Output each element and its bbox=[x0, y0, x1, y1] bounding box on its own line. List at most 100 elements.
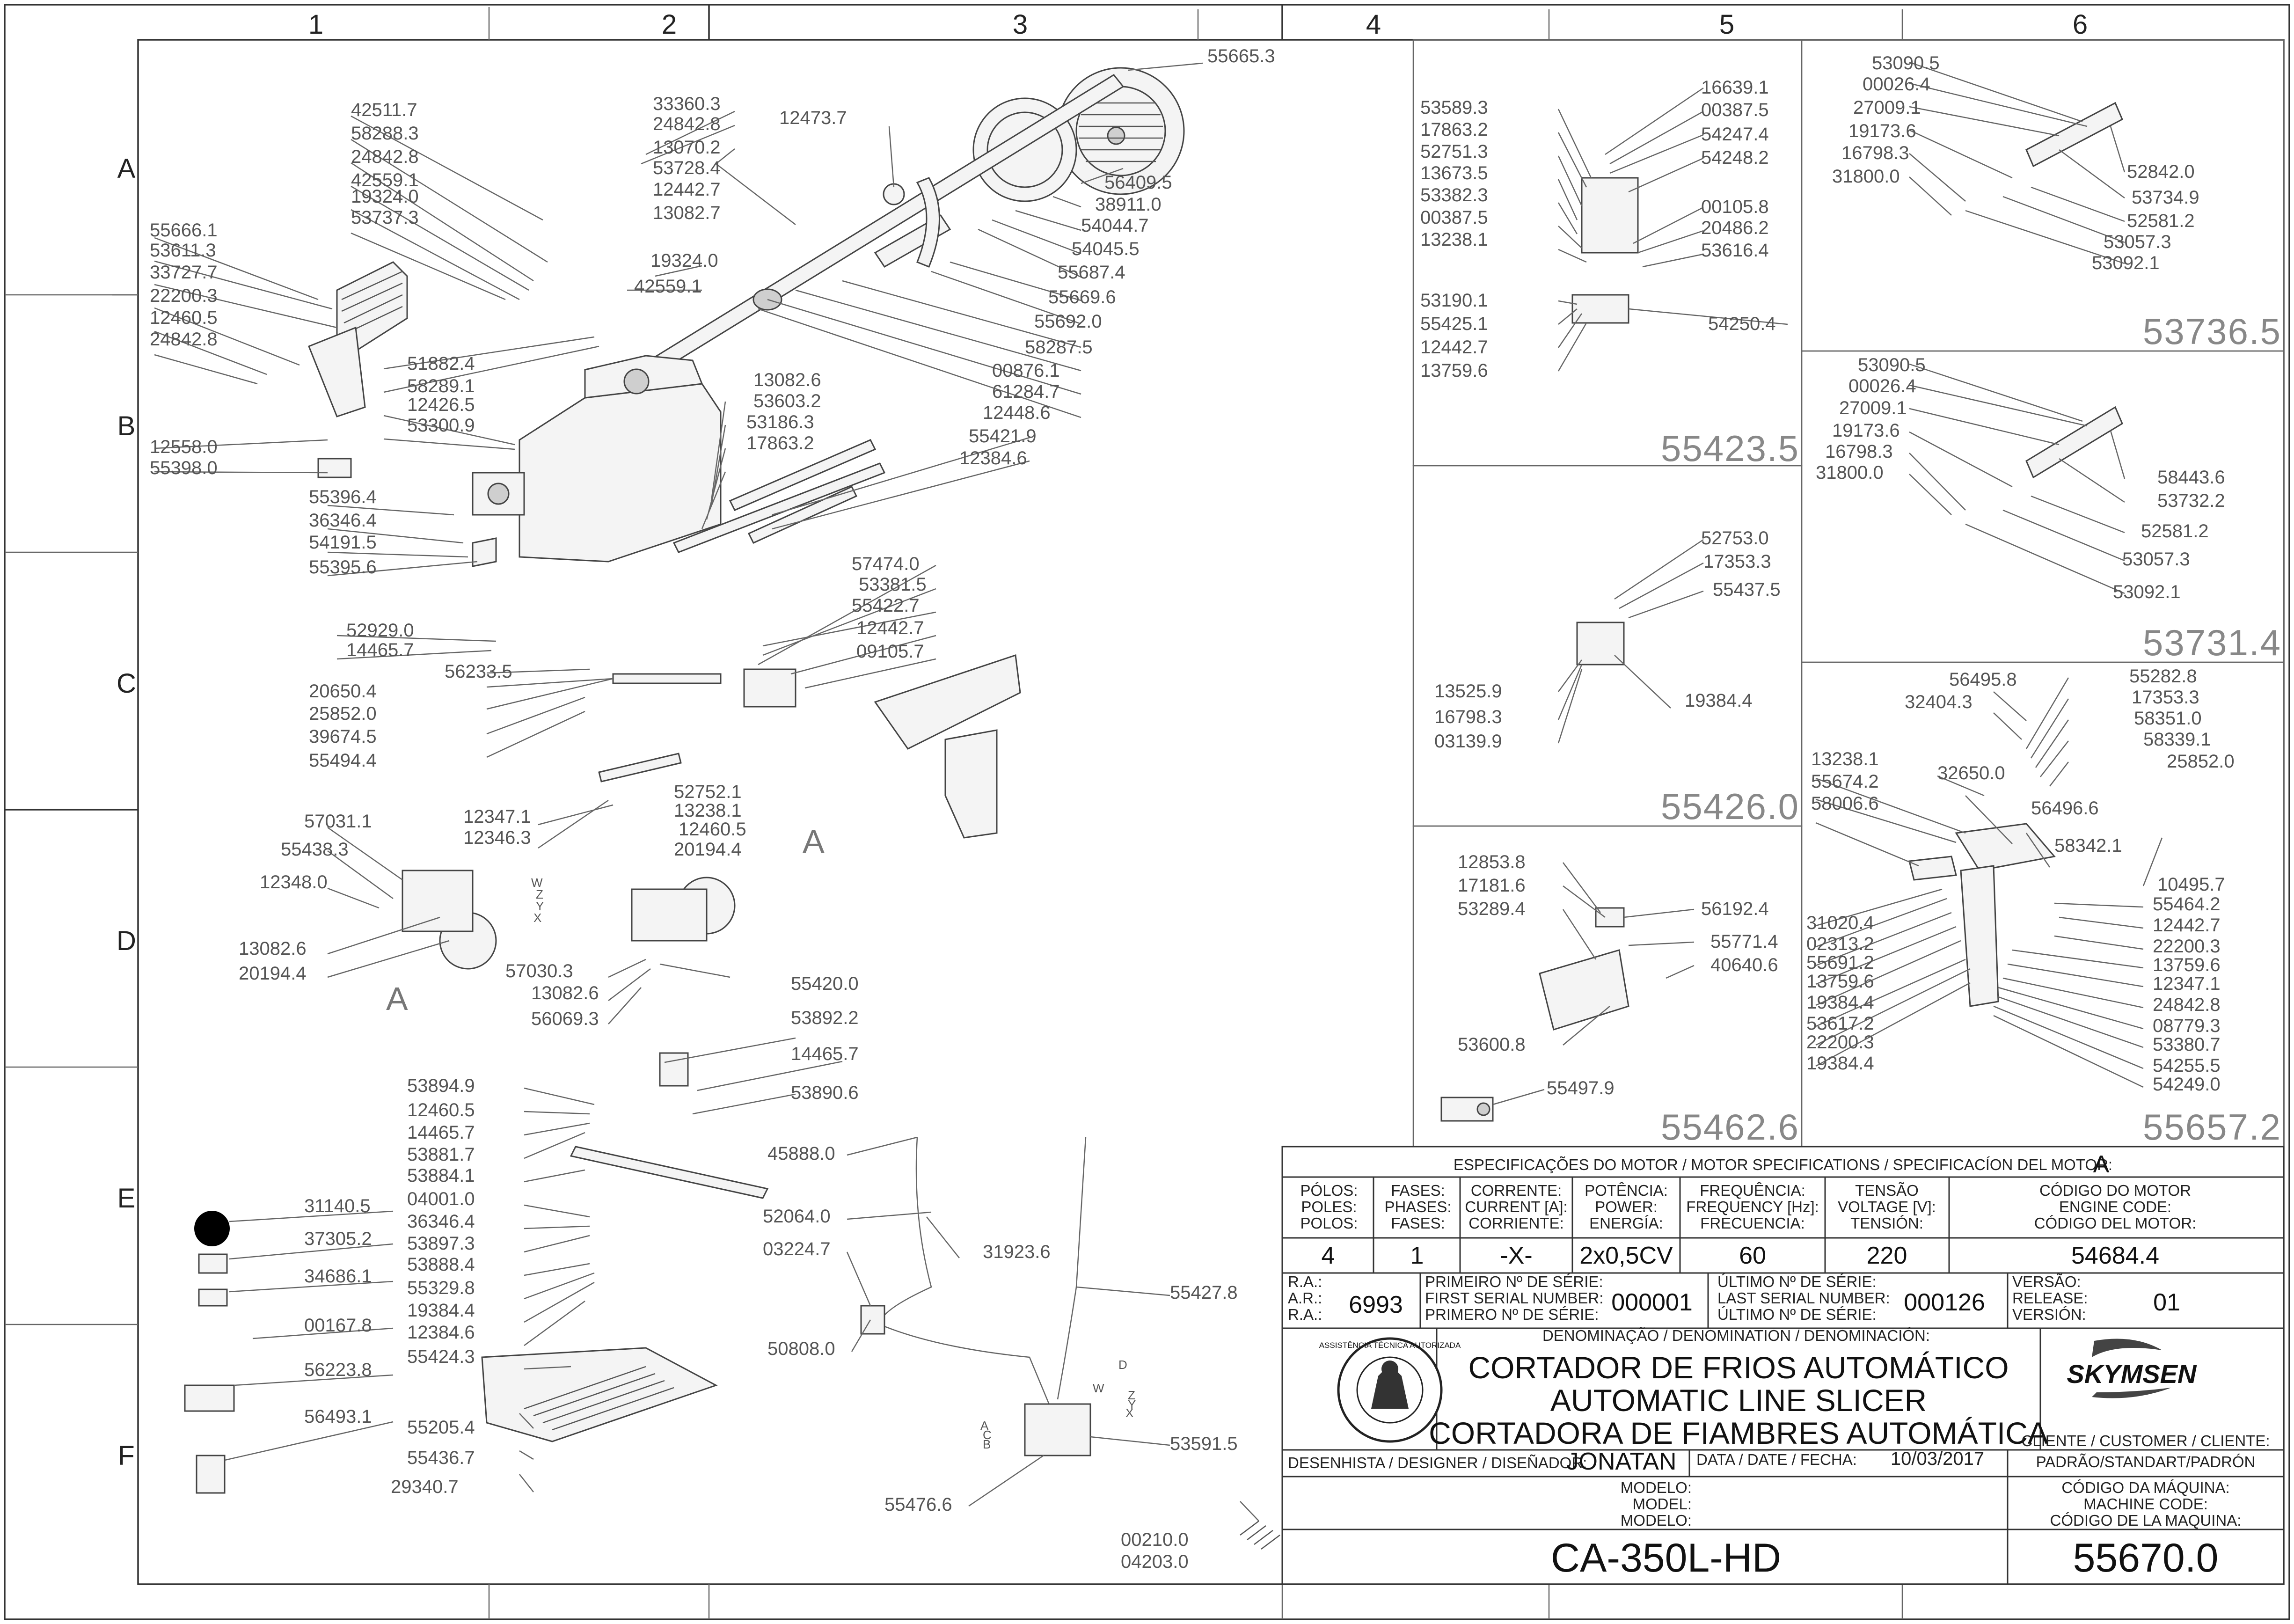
detail-box-title: 55657.2 bbox=[2143, 1106, 2281, 1148]
motor-frequency-label: FREQUÊNCIA: bbox=[1700, 1182, 1805, 1199]
part-label: 53884.1 bbox=[407, 1165, 475, 1186]
part-label: 31923.6 bbox=[983, 1242, 1051, 1262]
part-label: 04203.0 bbox=[1121, 1551, 1189, 1572]
part-label: 53897.3 bbox=[407, 1233, 475, 1254]
motor-phases-value: 1 bbox=[1410, 1242, 1424, 1269]
part-label: 12473.7 bbox=[779, 108, 847, 128]
first-serial-label: PRIMEIRO Nº DE SÉRIE: bbox=[1425, 1273, 1603, 1290]
part-label: 42559.1 bbox=[351, 170, 419, 190]
part-label: 13238.1 bbox=[674, 800, 742, 821]
part-label: 54045.5 bbox=[1072, 239, 1140, 259]
part-label: 53190.1 bbox=[1420, 290, 1488, 311]
part-label: 32404.3 bbox=[1905, 692, 1973, 712]
motor-frequency-label: FREQUENCY [Hz]: bbox=[1686, 1198, 1819, 1215]
part-label: 58351.0 bbox=[2134, 708, 2202, 729]
motor-frequency-label: FRECUENCIA: bbox=[1700, 1214, 1805, 1232]
wire-letter: Y bbox=[1128, 1397, 1136, 1412]
part-label: 58342.1 bbox=[2054, 835, 2122, 856]
wire-letter: A bbox=[980, 1419, 989, 1433]
part-label: 55674.2 bbox=[1811, 771, 1879, 792]
motor-spec-version: A bbox=[2093, 1151, 2110, 1178]
part-label: 53600.8 bbox=[1458, 1034, 1526, 1055]
part-label: 36346.4 bbox=[407, 1211, 475, 1232]
detail-box-title: 55462.6 bbox=[1661, 1106, 1799, 1148]
part-label: 52751.3 bbox=[1420, 141, 1488, 162]
part-label: 56223.8 bbox=[304, 1360, 372, 1380]
part-label: 56192.4 bbox=[1701, 899, 1769, 919]
part-label: 54249.0 bbox=[2153, 1074, 2221, 1095]
part-label: 42511.7 bbox=[351, 100, 417, 120]
wire-letter: X bbox=[1125, 1406, 1133, 1420]
part-label: 52581.2 bbox=[2141, 521, 2209, 541]
wire-letter: B bbox=[983, 1437, 991, 1451]
wire-letter: W bbox=[531, 876, 543, 890]
part-label: 55395.6 bbox=[309, 557, 377, 578]
motor-poles-value: 4 bbox=[1322, 1242, 1335, 1269]
part-label: 58288.3 bbox=[351, 123, 419, 144]
part-label: 17863.2 bbox=[1420, 119, 1488, 140]
part-label: 27009.1 bbox=[1853, 97, 1921, 118]
part-label: 53894.9 bbox=[407, 1075, 475, 1096]
view-a-marker: A bbox=[803, 823, 825, 860]
part-label: 40640.6 bbox=[1710, 955, 1778, 975]
part-label: 53382.3 bbox=[1420, 185, 1488, 205]
part-label: 19384.4 bbox=[1685, 690, 1753, 711]
part-label: 42559.1 bbox=[634, 276, 702, 297]
part-label: 12442.7 bbox=[653, 179, 721, 200]
zone-col-2: 2 bbox=[662, 9, 677, 40]
part-label: 53092.1 bbox=[2092, 253, 2160, 273]
zone-row-c: C bbox=[117, 668, 136, 699]
part-label: 25852.0 bbox=[2167, 751, 2235, 772]
motor-voltage-label: TENSÃO bbox=[1855, 1182, 1919, 1199]
part-label: 12460.5 bbox=[150, 307, 218, 328]
motor-power-label: POWER: bbox=[1595, 1198, 1658, 1215]
product-name-es: CORTADORA DE FIAMBRES AUTOMÁTICA bbox=[1429, 1416, 2048, 1450]
part-label: 53289.4 bbox=[1458, 899, 1526, 919]
model-value: CA-350L-HD bbox=[1551, 1536, 1781, 1580]
part-label: 17353.3 bbox=[1703, 551, 1771, 572]
product-name-pt: CORTADOR DE FRIOS AUTOMÁTICO bbox=[1468, 1350, 2009, 1385]
part-label: 03224.7 bbox=[763, 1239, 831, 1259]
last-serial-label: ÚLTIMO Nº DE SÉRIE: bbox=[1717, 1273, 1877, 1290]
part-label: 53881.7 bbox=[407, 1144, 475, 1165]
motor-voltage-label: VOLTAGE [V]: bbox=[1838, 1198, 1936, 1215]
zone-row-f: F bbox=[118, 1441, 134, 1471]
part-label: 14465.7 bbox=[407, 1122, 475, 1143]
black-disc-icon bbox=[194, 1211, 230, 1246]
part-label: 55396.4 bbox=[309, 487, 377, 507]
wire-letter: Y bbox=[536, 899, 544, 913]
part-label: 58289.1 bbox=[407, 376, 475, 396]
last-serial-label: ÚLTIMO Nº DE SÉRIE: bbox=[1717, 1306, 1877, 1323]
part-label: 16798.3 bbox=[1841, 143, 1909, 163]
date-value: 10/03/2017 bbox=[1891, 1448, 1984, 1469]
part-label: 55205.4 bbox=[407, 1417, 475, 1438]
part-label: 55438.3 bbox=[281, 839, 349, 860]
motor-code-label: CÓDIGO DEL MOTOR: bbox=[2034, 1214, 2197, 1232]
part-label: 55497.9 bbox=[1547, 1078, 1615, 1098]
part-label: 56496.6 bbox=[2031, 798, 2099, 819]
ra-label: R.A.: bbox=[1288, 1273, 1322, 1290]
part-label: 08779.3 bbox=[2153, 1016, 2221, 1036]
part-label: 13082.7 bbox=[653, 203, 721, 223]
part-label: 20650.4 bbox=[309, 681, 377, 702]
part-label: 17353.3 bbox=[2132, 687, 2199, 708]
part-label: 16798.3 bbox=[1434, 707, 1502, 727]
part-label: 55425.1 bbox=[1420, 314, 1488, 334]
part-label: 31020.4 bbox=[1806, 913, 1874, 933]
part-label: 13673.5 bbox=[1420, 163, 1488, 183]
part-label: 12448.6 bbox=[983, 402, 1051, 423]
part-label: 53617.2 bbox=[1806, 1013, 1874, 1034]
part-label: 13238.1 bbox=[1420, 229, 1488, 250]
part-label: 19324.0 bbox=[650, 250, 718, 271]
part-label: 58339.1 bbox=[2143, 729, 2211, 750]
part-label: 53186.3 bbox=[746, 412, 814, 432]
part-label: 02313.2 bbox=[1806, 934, 1874, 954]
part-label: 58443.6 bbox=[2157, 467, 2225, 488]
part-label: 55692.0 bbox=[1034, 311, 1102, 332]
part-label: 13759.6 bbox=[1420, 360, 1488, 381]
ra-label: R.A.: bbox=[1288, 1306, 1322, 1323]
part-label: 34686.1 bbox=[304, 1266, 372, 1287]
part-label: 55437.5 bbox=[1713, 579, 1781, 600]
machine-code-label: CÓDIGO DE LA MAQUINA: bbox=[2050, 1512, 2242, 1529]
detail-box-55462: 12853.8 17181.6 53289.4 56192.4 55771.4 … bbox=[1458, 852, 1778, 1098]
